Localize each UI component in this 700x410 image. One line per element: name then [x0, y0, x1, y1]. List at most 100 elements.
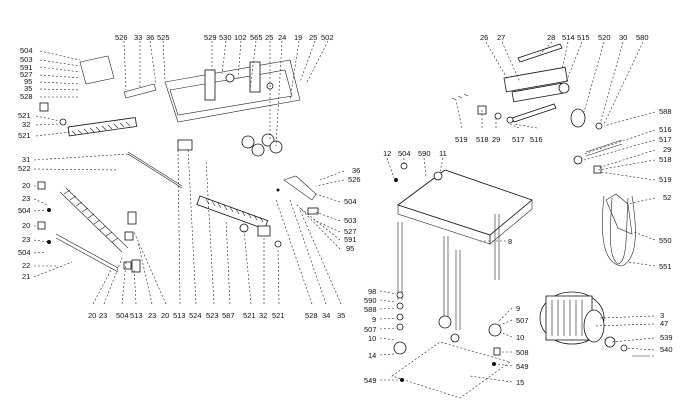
callout: 9: [372, 315, 376, 324]
callout: 507: [364, 325, 377, 334]
small-parts-left: [37, 55, 282, 273]
callout: 590: [364, 296, 377, 305]
callout: 540: [660, 345, 673, 354]
callout: 528: [305, 311, 318, 320]
callout: 36: [146, 33, 154, 42]
top-right-assembly: [451, 43, 623, 174]
callout: 23: [22, 194, 30, 203]
callout: 519: [455, 135, 468, 144]
callout: 529: [204, 33, 217, 42]
callout: 8: [508, 237, 512, 246]
callout: 26: [480, 33, 488, 42]
callouts-bottom-left: 20 23 504 513 23 20 513 524 523 587 521 …: [88, 311, 345, 320]
callout: 524: [189, 311, 202, 320]
callout: 520: [598, 33, 611, 42]
callout: 12: [383, 149, 391, 158]
callout: 20: [161, 311, 169, 320]
callout: 29: [663, 145, 671, 154]
callout: 549: [364, 376, 377, 385]
callout: 591: [344, 235, 357, 244]
callout: 503: [344, 216, 357, 225]
callouts-top-left: 526 33 36 525 529 530 102 565 25 24 19 2…: [115, 33, 334, 42]
pulley-discs: [241, 133, 283, 157]
callout: 11: [439, 149, 447, 158]
callout: 504: [20, 46, 33, 55]
callout: 516: [530, 135, 543, 144]
callouts-left-column: 504 503 591 527 95 35 528 521 32 521 31 …: [18, 46, 33, 281]
callouts-mid-right: 36 526 504 503 527 591 95: [344, 166, 361, 253]
callout: 590: [418, 149, 431, 158]
callout: 29: [492, 135, 500, 144]
callout: 526: [115, 33, 128, 42]
callouts-bottom-right: 98 590 588 9 507 10 14 549 9 507 10 508 …: [364, 287, 673, 387]
callout: 9: [516, 304, 520, 313]
callout: 519: [659, 175, 672, 184]
callout: 10: [368, 334, 376, 343]
callout: 587: [222, 311, 235, 320]
callout: 517: [659, 135, 672, 144]
callout: 565: [250, 33, 263, 42]
callout: 3: [660, 311, 664, 320]
callout: 31: [22, 155, 30, 164]
callout: 35: [24, 84, 32, 93]
callout: 23: [22, 235, 30, 244]
callout: 32: [259, 311, 267, 320]
callout: 10: [516, 333, 524, 342]
leader-lines-right: [295, 41, 656, 383]
motor: [539, 291, 650, 357]
callout: 21: [22, 272, 30, 281]
callout: 514: [562, 33, 575, 42]
callout: 513: [130, 311, 143, 320]
table-plate: [397, 169, 533, 245]
rod-22: [55, 233, 119, 269]
callouts-top-right: 26 27 28 514 515 520 30 580 588 516 517 …: [480, 33, 672, 271]
callout: 52: [663, 193, 671, 202]
callout: 515: [577, 33, 590, 42]
callout: 525: [157, 33, 170, 42]
spiral-shaft-left: [59, 187, 129, 253]
callout: 32: [22, 120, 30, 129]
callout: 23: [99, 311, 107, 320]
drive-belt: [602, 193, 636, 267]
leader-lines-left: [33, 40, 342, 305]
callout: 20: [22, 181, 30, 190]
callout: 591: [20, 63, 33, 72]
callout: 539: [660, 333, 673, 342]
callout: 36: [352, 166, 360, 175]
callout: 503: [20, 55, 33, 64]
callout: 528: [20, 92, 33, 101]
callout: 550: [659, 236, 672, 245]
mid-small-parts: [276, 162, 443, 215]
base-frame: [391, 291, 511, 399]
callout: 551: [659, 262, 672, 271]
callout: 504: [116, 311, 129, 320]
callout: 95: [24, 77, 32, 86]
callout: 513: [173, 311, 186, 320]
callout: 522: [18, 164, 31, 173]
callout: 102: [234, 33, 247, 42]
callout: 23: [148, 311, 156, 320]
callout: 521: [243, 311, 256, 320]
callout: 588: [364, 305, 377, 314]
callout: 521: [272, 311, 285, 320]
callout: 28: [547, 33, 555, 42]
callout: 20: [88, 311, 96, 320]
threaded-spindles: [397, 214, 500, 330]
callout: 35: [337, 311, 345, 320]
callout: 527: [344, 227, 357, 236]
callout: 521: [18, 131, 31, 140]
callout: 98: [368, 287, 376, 296]
spiral-shaft-top: [67, 117, 138, 137]
callout: 580: [636, 33, 649, 42]
callout: 530: [219, 33, 232, 42]
callout: 47: [660, 319, 668, 328]
callout: 15: [516, 378, 524, 387]
callout: 508: [516, 348, 529, 357]
callout: 22: [22, 261, 30, 270]
rod-31: [127, 151, 183, 187]
callouts-right-mid: 519 518 29 517 516 12 504 590 11 8: [383, 135, 543, 246]
callout: 502: [321, 33, 334, 42]
callout: 19: [294, 33, 302, 42]
callout: 34: [322, 311, 330, 320]
callout: 14: [368, 351, 376, 360]
